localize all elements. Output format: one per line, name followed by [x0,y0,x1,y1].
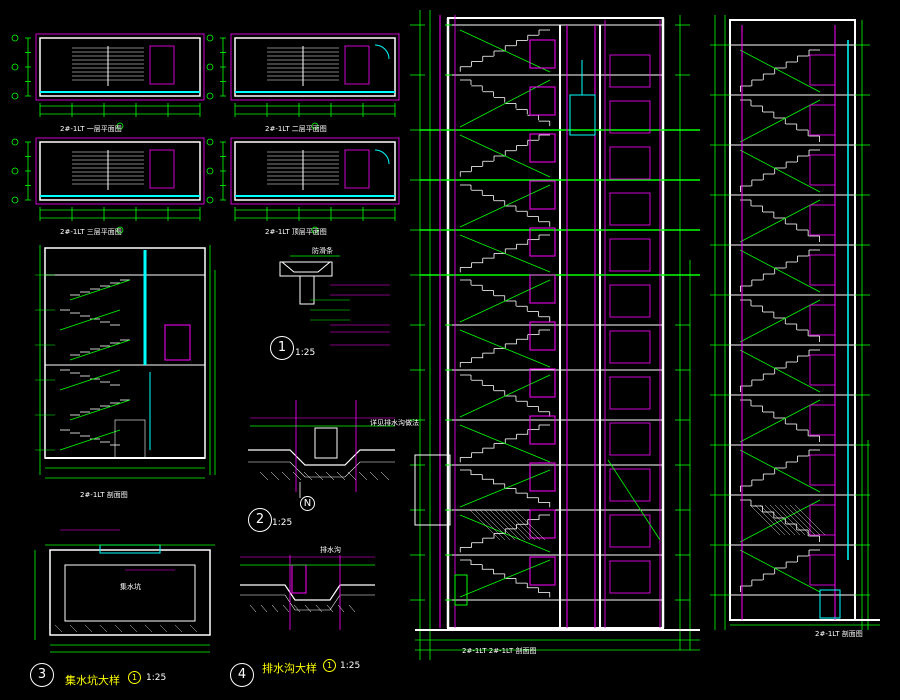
details [34,255,395,653]
callout-1-scale: 1:25 [295,348,316,358]
plan-a-title: 2#-1LT 一层平面图 [60,125,122,133]
plan-c-title: 2#-1LT 三层平面图 [60,228,122,236]
detail1-note: 防滑条 [312,247,333,255]
callout-2: 2 [248,508,272,532]
detail2-note: 详见排水沟做法 [370,419,419,427]
axis-marker: N [300,496,315,511]
main-section-title: 2#-1LT 2#-1LT 剖面图 [462,647,537,655]
right-section-title: 2#-1LT 剖面图 [815,630,863,638]
callout-4-title: 排水沟大样 [262,662,317,675]
plan-b-title: 2#-1LT 二层平面图 [265,125,327,133]
plan-d-title: 2#-1LT 顶层平面图 [265,228,327,236]
callout-4: 4 [230,663,254,687]
callout-3: 3 [30,663,54,687]
callout-4-scale: 1:25 [340,661,361,671]
callout-3-scale: 1:25 [146,673,167,683]
small-section-title: 2#-1LT 剖面图 [80,491,128,499]
small-section [35,245,216,479]
detail4-note: 排水沟 [320,546,341,554]
stair-plans [11,33,400,234]
detail3-note: 集水坑 [120,583,141,591]
right-section [710,15,880,630]
callout-2-scale: 1:25 [272,518,293,528]
callout-3-title: 集水坑大样 [65,674,120,687]
callout-1: 1 [270,336,294,360]
callout-3-mark: 1 [128,671,141,684]
main-section [410,10,700,660]
callout-4-mark: 1 [323,659,336,672]
